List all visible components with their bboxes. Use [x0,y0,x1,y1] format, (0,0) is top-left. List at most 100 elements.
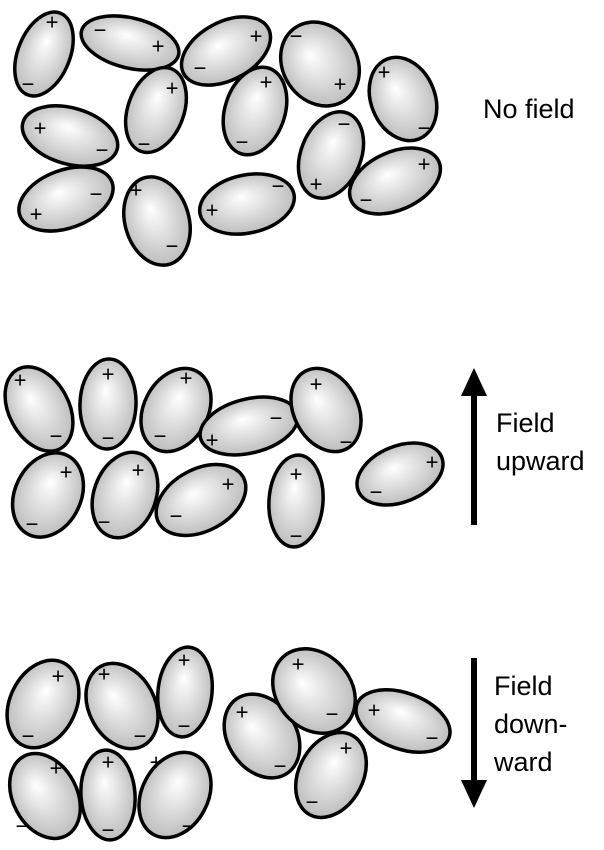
positive-charge-sign: + [180,366,193,391]
molecule-ellipse [78,357,138,451]
molecule-ellipse [90,450,160,540]
positive-charge-sign: + [14,368,27,393]
positive-charge-sign: + [152,34,165,59]
negative-charge-sign: − [102,426,115,451]
negative-charge-sign: − [338,112,351,137]
molecule-ellipse [355,441,445,507]
positive-charge-sign: + [290,462,303,487]
negative-charge-sign: − [340,430,353,455]
molecule-ellipse [289,366,363,454]
field-down-dipole-molecule: +− [270,647,358,735]
molecule-ellipse [123,65,189,155]
molecule-ellipse [347,146,443,216]
field-down-dipole-molecule: +− [354,688,452,754]
molecule-ellipse [79,14,181,72]
no-field-dipole-molecule: +− [122,175,192,267]
negative-charge-sign: − [370,480,383,505]
negative-charge-sign: − [290,24,303,49]
positive-charge-sign: + [250,24,263,49]
no-field-dipole-molecule: +− [17,165,115,233]
negative-charge-sign: − [22,724,35,749]
molecule-ellipse [270,647,358,735]
molecule-ellipse [155,645,215,739]
molecule-ellipse [367,55,439,143]
field-down-dipole-molecule: +− [5,658,81,750]
negative-charge-sign: − [178,714,191,739]
negative-charge-sign: − [98,510,111,535]
field-down-dipole-molecule: +− [222,692,302,780]
positive-charge-sign: + [310,172,323,197]
field-up-dipole-molecule: +− [10,451,86,539]
field-down-dipole-molecule: +− [7,751,83,841]
positive-charge-sign: + [52,664,65,689]
no-field-dipole-molecule: +− [296,110,366,200]
positive-charge-sign: + [178,648,191,673]
molecule-ellipse [296,110,366,200]
negative-charge-sign: − [90,182,103,207]
positive-charge-sign: + [102,750,115,775]
field-down-dipole-molecule: +− [155,645,215,739]
positive-charge-sign: + [222,472,235,497]
no-field-dipole-molecule: +− [278,20,362,108]
label-no-field-line-1: No field [483,94,575,124]
negative-charge-sign: − [418,116,431,141]
positive-charge-sign: + [340,736,353,761]
molecule-ellipse [7,751,83,841]
positive-charge-sign: + [150,750,163,775]
molecule-ellipse [197,172,297,236]
field-down-dipole-molecule: +− [84,661,160,751]
molecule-ellipse [278,20,362,108]
molecule-ellipse [122,175,192,267]
no-field-dipole-molecule: +− [13,10,75,98]
field-up-dipole-molecule: +− [139,366,213,454]
no-field-dipole-molecule: +− [221,65,289,157]
positive-charge-sign: + [130,178,143,203]
positive-charge-sign: + [206,198,219,223]
negative-charge-sign: − [22,72,35,97]
molecule-ellipse [84,661,160,751]
negative-charge-sign: − [26,512,39,537]
negative-charge-sign: − [290,524,303,549]
label-field-downward-line-1: Field [494,671,553,701]
positive-charge-sign: + [236,700,249,725]
molecule-ellipse [79,748,137,842]
field-up-dipole-molecule: +− [78,357,138,451]
negative-charge-sign: − [426,726,439,751]
molecule-ellipse [3,365,75,453]
negative-charge-sign: − [138,132,151,157]
negative-charge-sign: − [16,814,29,839]
negative-charge-sign: − [194,56,207,81]
negative-charge-sign: − [270,406,283,431]
field-up-dipole-molecule: +− [289,366,363,455]
field-up-dipole-molecule: +− [154,462,248,538]
positive-charge-sign: + [206,428,219,453]
label-field-upward: Field upward [496,404,585,480]
negative-charge-sign: − [96,138,109,163]
molecule-ellipse [10,451,86,539]
molecule-ellipse [267,453,325,549]
molecule-ellipse [221,65,289,157]
positive-charge-sign: + [34,116,47,141]
positive-charge-sign: + [46,10,59,35]
negative-charge-sign: − [102,818,115,843]
no-field-dipole-molecule: +− [79,14,181,72]
molecule-ellipse [17,165,115,233]
positive-charge-sign: + [368,698,381,723]
label-no-field: No field [483,90,575,128]
positive-charge-sign: + [310,372,323,397]
field-downward-arrowhead [461,780,487,808]
positive-charge-sign: + [30,202,43,227]
label-field-upward-line-2: upward [496,446,585,476]
negative-charge-sign: − [94,18,107,43]
molecule-ellipse [20,104,120,168]
label-field-downward-line-2: down- [494,709,568,739]
negative-charge-sign: − [50,424,63,449]
label-field-upward-line-1: Field [496,408,555,438]
field-down-dipole-molecule: +− [293,730,369,820]
negative-charge-sign: − [134,724,147,749]
molecule-ellipse [13,10,75,98]
no-field-dipole-molecule: +− [20,104,120,168]
negative-charge-sign: − [274,754,287,779]
negative-charge-sign: − [166,234,179,259]
